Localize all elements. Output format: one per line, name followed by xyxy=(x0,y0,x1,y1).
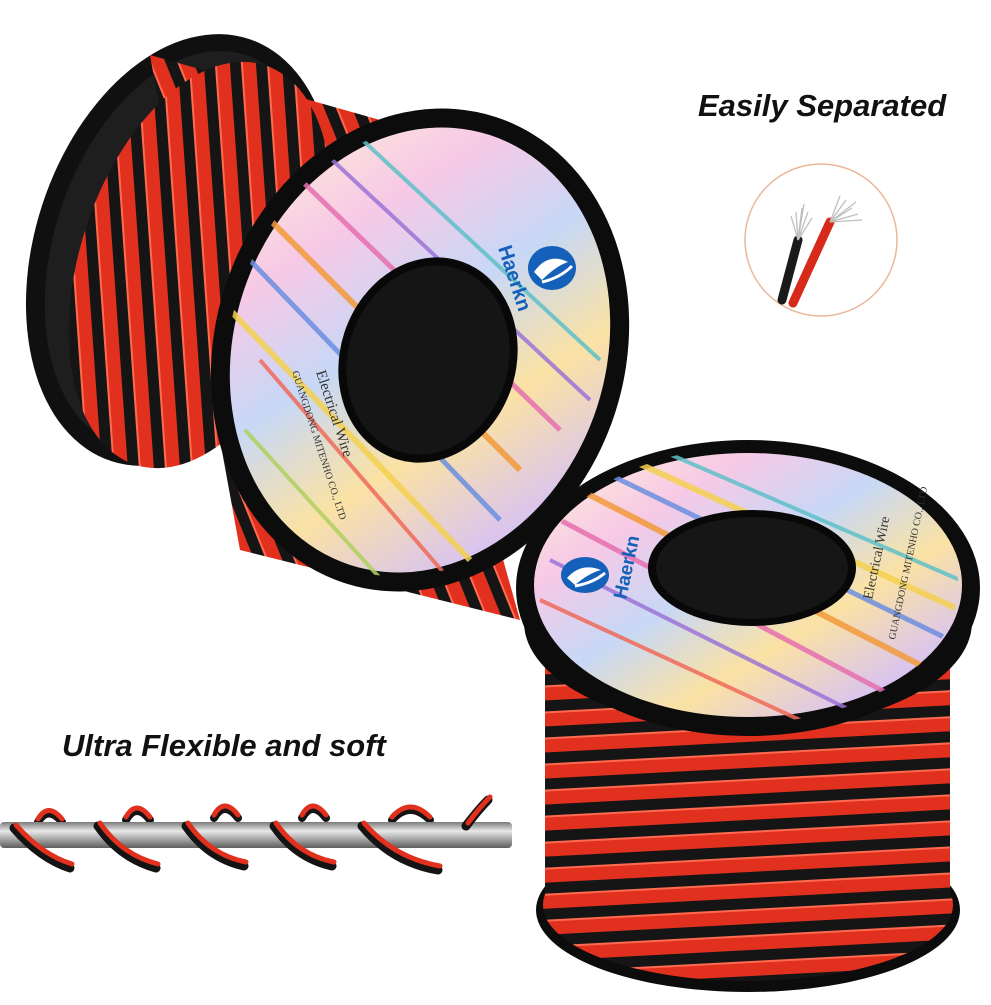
wire-spool-top: Haerkn Electrical Wire GUANGDONG MITENHO… xyxy=(25,34,630,620)
flexible-wire-demo xyxy=(0,794,512,875)
caption-easily-separated: Easily Separated xyxy=(698,88,947,123)
wire-spool-bottom: Haerkn Electrical Wire GUANGDONG MITENHO… xyxy=(516,440,980,992)
caption-ultra-flexible: Ultra Flexible and soft xyxy=(62,728,386,763)
separated-wire-thumbnail xyxy=(744,163,898,317)
